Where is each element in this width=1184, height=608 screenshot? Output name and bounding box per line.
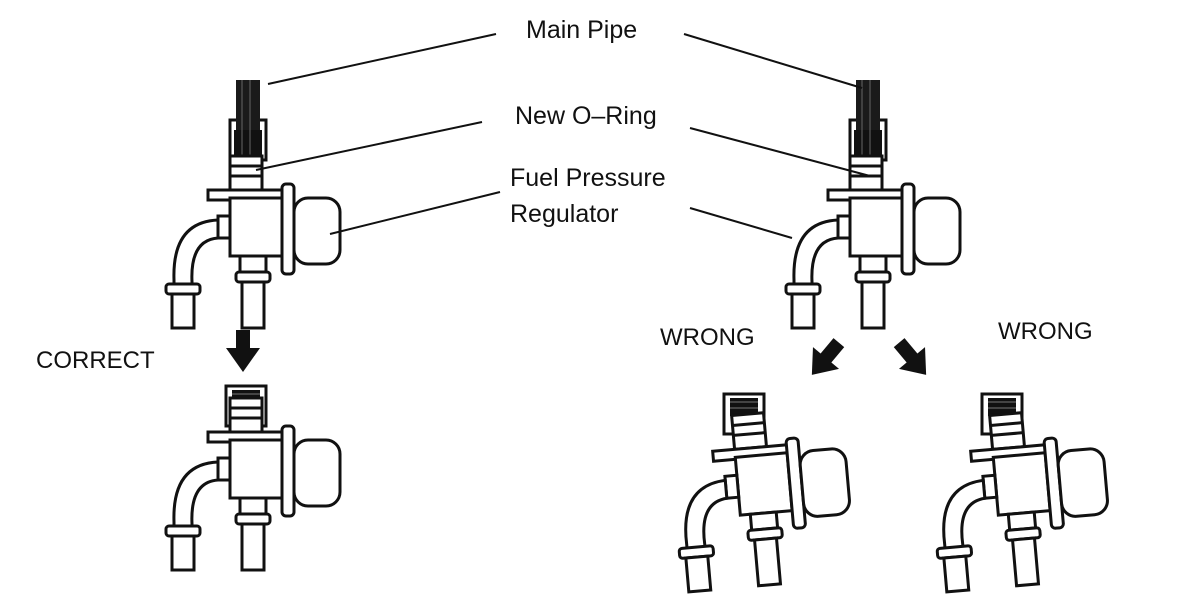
- leader-main-pipe-right: [683, 33, 863, 89]
- leader-o-ring-right: [689, 127, 871, 177]
- arrow-wrong-left: [811, 338, 845, 375]
- down-arrow-correct: [226, 330, 260, 372]
- label-fuel-pressure-regulator-line2: Regulator: [510, 200, 619, 228]
- regulator-correct: [164, 396, 342, 572]
- label-correct: CORRECT: [36, 347, 155, 374]
- label-new-o-ring: New O–Ring: [515, 102, 657, 130]
- main-pipe-top-left: [228, 78, 268, 164]
- label-main-pipe: Main Pipe: [526, 16, 638, 44]
- arrow-wrong-right: [893, 338, 927, 375]
- regulator-wrong-right: [924, 404, 1116, 594]
- leader-o-ring-left: [255, 121, 483, 171]
- leader-regulator-right: [689, 207, 793, 239]
- label-wrong-right: WRONG: [998, 318, 1093, 345]
- regulator-top-right: [784, 154, 962, 330]
- leader-regulator-left: [329, 191, 501, 235]
- regulator-wrong-left: [666, 404, 858, 594]
- label-fuel-pressure-regulator-line1: Fuel Pressure: [510, 164, 666, 192]
- leader-main-pipe-left: [267, 33, 497, 85]
- regulator-top-left: [164, 154, 342, 330]
- label-wrong-left: WRONG: [660, 324, 755, 351]
- main-pipe-top-right: [848, 78, 888, 164]
